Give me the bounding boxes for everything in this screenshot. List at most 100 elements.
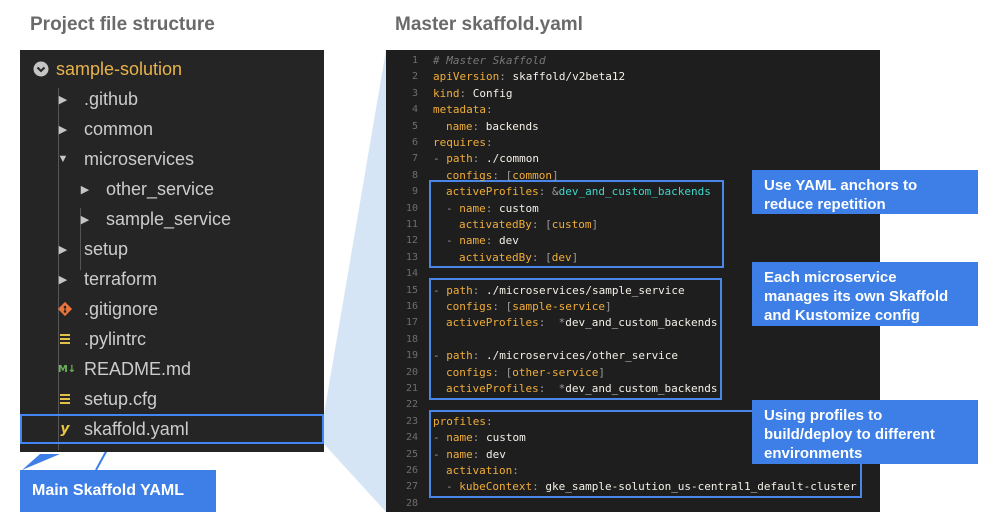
line-number: 12: [405, 235, 418, 247]
file-tree-item[interactable]: M↓README.md: [20, 354, 324, 384]
code-token: ./microservices/sample_service: [486, 283, 685, 297]
code-line[interactable]: - name: dev: [433, 448, 506, 461]
code-token: : [: [492, 300, 513, 313]
skaffold-yaml-highlight: [20, 414, 324, 444]
file-tree-item[interactable]: ▶.github: [20, 84, 324, 114]
file-tree-item[interactable]: ▶sample_service: [20, 204, 324, 234]
chevron-right-icon[interactable]: ▶: [58, 243, 68, 256]
chevron-right-icon[interactable]: ▶: [58, 123, 68, 136]
code-line[interactable]: activatedBy: [dev]: [459, 251, 578, 264]
line-number: 26: [405, 465, 418, 476]
code-token: :: [499, 70, 513, 84]
code-token: :: [472, 349, 486, 363]
file-tree-item[interactable]: ▶common: [20, 114, 324, 144]
file-tree-item[interactable]: ▶ other_service: [20, 174, 324, 204]
code-token: kind: [433, 86, 460, 100]
file-tree-item[interactable]: setup.cfg: [20, 384, 324, 414]
file-tree-item[interactable]: sample-solution: [20, 54, 324, 84]
code-token: dev: [551, 250, 572, 264]
file-tree-item[interactable]: .pylintrc: [20, 324, 324, 354]
code-line[interactable]: - kubeContext: gke_sample-solution_us-ce…: [446, 480, 857, 493]
code-line[interactable]: - path: ./microservices/sample_service: [433, 284, 685, 297]
file-tree-label: sample-solution: [56, 58, 183, 79]
code-token: -: [446, 201, 460, 215]
anchors-callout: Use YAML anchors to reduce repetition: [752, 170, 978, 214]
file-tree-item[interactable]: ▶setup: [20, 234, 324, 264]
microservices-callout-line: and Kustomize config: [764, 307, 920, 324]
code-token: :: [472, 152, 486, 166]
code-line[interactable]: name: backends: [446, 120, 539, 133]
code-token: skaffold/v2beta12: [512, 70, 626, 84]
file-tree-item[interactable]: .gitignore: [20, 294, 324, 324]
code-token: path: [446, 283, 473, 297]
code-token: dev: [499, 234, 519, 248]
text-lines-icon: [56, 390, 74, 408]
code-line[interactable]: activeProfiles: &dev_and_custom_backends: [446, 185, 711, 198]
code-token: :: [512, 464, 519, 477]
line-number: 16: [405, 301, 418, 312]
line-number: 7: [411, 153, 418, 165]
chevron-right-icon[interactable]: ▶: [80, 183, 90, 196]
code-token: profiles: [433, 414, 486, 428]
code-token: ]: [571, 250, 579, 264]
microservices-callout-line: Each microservice: [764, 269, 897, 286]
code-line[interactable]: activation:: [446, 464, 519, 477]
code-token: ]: [591, 218, 599, 231]
file-tree-item[interactable]: ▶terraform: [20, 264, 324, 294]
code-token: :: [485, 414, 493, 428]
line-number: 18: [405, 333, 418, 345]
code-line[interactable]: configs: [common]: [446, 169, 559, 182]
microservices-callout: Each microservice manages its own Skaffo…: [752, 262, 978, 326]
code-token: dev_and_custom_backends: [558, 185, 711, 199]
code-token: gke_sample-solution_us-central1_default-…: [545, 480, 857, 494]
line-number: 6: [411, 137, 418, 148]
yaml-icon: y: [60, 421, 70, 437]
chevron-right-icon[interactable]: ▶: [58, 93, 68, 106]
file-explorer-panel: sample-solution ▶.github▶common▼microserv…: [20, 50, 324, 452]
anchors-highlight-box: [429, 180, 724, 268]
code-token: configs: [446, 168, 493, 182]
file-tree-item[interactable]: ▼microservices: [20, 144, 324, 174]
chevron-right-icon[interactable]: ▶: [80, 213, 90, 226]
line-number: 14: [405, 268, 418, 280]
text-lines-icon: [56, 330, 74, 348]
code-line[interactable]: - path: ./microservices/other_service: [433, 349, 678, 362]
code-line[interactable]: requires:: [433, 136, 493, 149]
line-number: 19: [405, 350, 418, 362]
code-token: :: [472, 431, 486, 445]
code-token: : [: [531, 218, 552, 231]
code-token: :: [532, 480, 546, 494]
code-token: name: [446, 431, 473, 445]
code-line[interactable]: - name: custom: [433, 431, 526, 444]
code-line[interactable]: metadata:: [433, 103, 493, 116]
code-line[interactable]: profiles:: [433, 415, 493, 428]
code-line[interactable]: kind: Config: [433, 87, 513, 100]
code-token: activeProfiles: [446, 382, 539, 395]
chevron-down-icon[interactable]: ▼: [57, 153, 69, 165]
code-token: dev: [486, 447, 506, 461]
line-number: 4: [411, 104, 418, 116]
code-token: ./common: [486, 152, 539, 166]
line-number: 5: [411, 120, 418, 132]
code-line[interactable]: apiVersion: skaffold/v2beta12: [433, 70, 625, 83]
anchors-callout-line: Use YAML anchors to: [764, 177, 918, 194]
code-line[interactable]: activeProfiles: *dev_and_custom_backends: [446, 382, 718, 395]
code-token: configs: [446, 365, 493, 379]
code-line[interactable]: activeProfiles: *dev_and_custom_backends: [446, 316, 718, 329]
code-line[interactable]: configs: [other-service]: [446, 366, 605, 379]
code-line[interactable]: - name: custom: [446, 202, 539, 215]
code-line[interactable]: - path: ./common: [433, 152, 539, 165]
code-line[interactable]: configs: [sample-service]: [446, 300, 612, 313]
code-token: -: [446, 234, 460, 248]
file-tree-label: .pylintrc: [84, 328, 147, 349]
line-number: 11: [405, 219, 418, 230]
line-number: 9: [411, 186, 418, 198]
file-tree-label: other_service: [106, 178, 215, 199]
chevron-right-icon[interactable]: ▶: [58, 273, 68, 286]
code-line[interactable]: # Master Skaffold: [433, 54, 546, 67]
code-line[interactable]: - name: dev: [446, 234, 519, 247]
code-line[interactable]: activatedBy: [custom]: [459, 218, 598, 231]
code-token: Config: [472, 86, 513, 100]
code-token: dev_and_custom_backends: [565, 382, 718, 395]
